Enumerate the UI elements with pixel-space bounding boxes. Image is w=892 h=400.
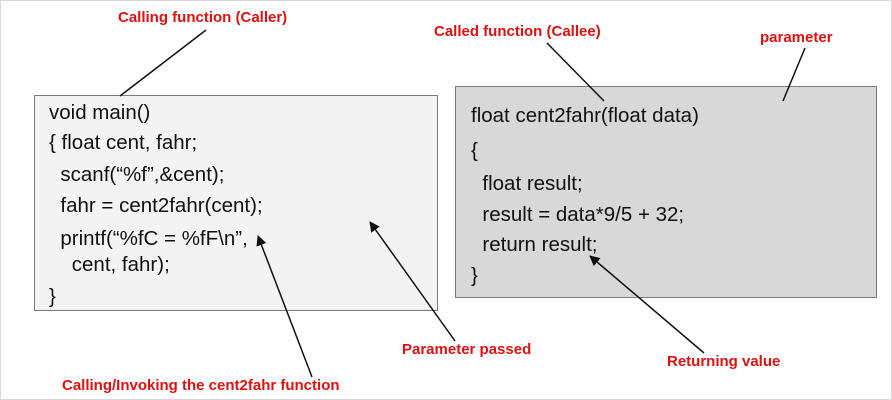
caller-code-line: fahr = cent2fahr(cent); — [49, 194, 263, 217]
caller-code-line: } — [49, 285, 56, 308]
callee-code-line: return result; — [471, 233, 598, 256]
caller-label: Calling function (Caller) — [118, 9, 288, 26]
caller-code-line: scanf(“%f”,&cent); — [49, 163, 225, 186]
caller-code-box: void main() { float cent, fahr; scanf(“%… — [34, 95, 438, 311]
callee-label: Called function (Callee) — [434, 23, 601, 40]
parameter-label: parameter — [760, 29, 833, 46]
returning-value-label: Returning value — [667, 353, 781, 370]
parameter-passed-label: Parameter passed — [402, 341, 532, 358]
caller-code-line: printf(“%fC = %fF\n”, — [49, 227, 248, 250]
callee-code-line: } — [471, 264, 478, 287]
caller-code-line: cent, fahr); — [49, 253, 170, 276]
callee-code-line: float cent2fahr(float data) — [471, 104, 699, 127]
calling-invoking-label: Calling/Invoking the cent2fahr function — [62, 377, 340, 394]
callee-code-line: float result; — [471, 172, 583, 195]
callee-code-line: { — [471, 139, 478, 162]
caller-code-line: { float cent, fahr; — [49, 131, 198, 154]
callee-code-box: float cent2fahr(float data) { float resu… — [455, 86, 877, 298]
caller-code-line: void main() — [49, 101, 151, 124]
callee-code-line: result = data*9/5 + 32; — [471, 203, 685, 226]
